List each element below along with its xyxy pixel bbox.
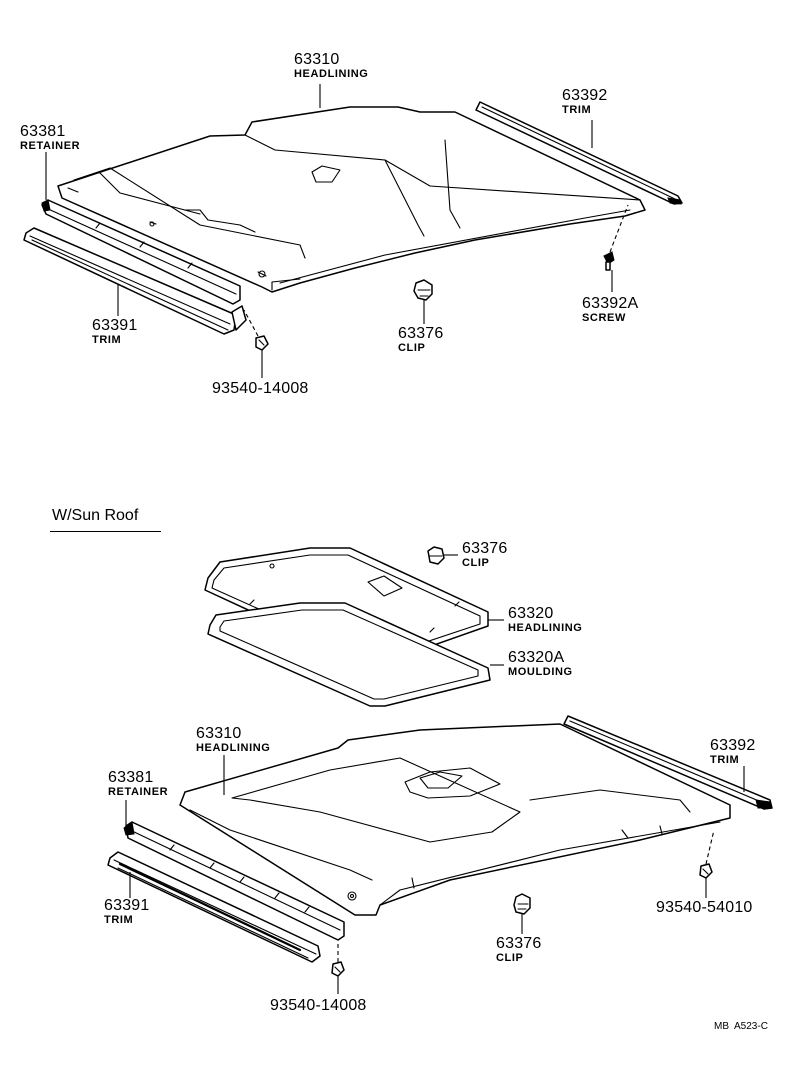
part-number: 63392: [710, 737, 756, 754]
top-bolt-drawing: [243, 309, 269, 351]
top-trim-right-drawing: [475, 101, 683, 205]
part-number: 63320: [508, 605, 554, 622]
part-number: 63310: [196, 725, 242, 742]
lower-trim-left-drawing: [107, 851, 321, 963]
part-name: TRIM: [562, 104, 592, 116]
part-name: SCREW: [582, 312, 626, 324]
sunroof-moulding-drawing: [207, 602, 491, 707]
part-number: 93540-14008: [270, 997, 367, 1014]
part-number: 63381: [20, 123, 66, 140]
part-number: 63376: [496, 935, 542, 952]
top-screw-label: 63392A SCREW: [582, 296, 638, 324]
lower-bolt-right-drawing: [699, 829, 715, 879]
top-bolt-label: 93540-14008: [212, 381, 309, 397]
lower-bolt-right-label: 93540-54010: [656, 900, 753, 916]
sunroof-clip-upper-label: 63376 CLIP: [462, 541, 508, 569]
part-name: MOULDING: [508, 666, 573, 678]
section-title-underline: [50, 531, 161, 532]
sunroof-clip-upper-drawing: [427, 546, 458, 565]
part-name: TRIM: [104, 914, 134, 926]
part-number: 63392: [562, 87, 608, 104]
lower-bolt-left-drawing: [331, 942, 345, 977]
part-name: CLIP: [398, 342, 426, 354]
top-headlining-label: 63310 HEADLINING: [294, 52, 368, 80]
part-name: HEADLINING: [294, 68, 369, 80]
top-retainer-label: 63381 RETAINER: [20, 124, 80, 152]
top-trim-left-drawing: [23, 227, 247, 335]
part-number: 63391: [92, 317, 138, 334]
part-number: 63392A: [582, 295, 639, 312]
part-name: CLIP: [496, 952, 524, 964]
part-number: 63376: [462, 540, 508, 557]
drawing-code: MB A523-C: [714, 1021, 768, 1032]
part-name: RETAINER: [108, 786, 169, 798]
sunroof-panel-leaders: [488, 619, 504, 666]
lower-clip-label: 63376 CLIP: [496, 936, 542, 964]
part-number: 63376: [398, 325, 444, 342]
lower-trim-left-label: 63391 TRIM: [104, 898, 150, 926]
part-name: RETAINER: [20, 140, 81, 152]
part-number: 93540-14008: [212, 380, 309, 397]
lower-retainer-drawing: [123, 821, 345, 941]
part-name: HEADLINING: [508, 622, 583, 634]
part-number: 93540-54010: [656, 899, 753, 916]
lower-headlining-label: 63310 HEADLINING: [196, 726, 270, 754]
part-number: 63381: [108, 769, 154, 786]
top-clip-drawing: [413, 279, 433, 301]
part-name: CLIP: [462, 557, 490, 569]
lower-trim-right-label: 63392 TRIM: [710, 738, 756, 766]
lower-headlining-drawing: [179, 723, 731, 916]
top-screw-drawing: [603, 204, 629, 271]
part-name: TRIM: [92, 334, 122, 346]
top-leader-lines: [45, 84, 613, 378]
sunroof-headlining-label: 63320 HEADLINING: [508, 606, 582, 634]
top-headlining-drawing: [57, 106, 646, 293]
part-number: 63391: [104, 897, 150, 914]
sunroof-section-title: W/Sun Roof: [52, 507, 139, 524]
part-name: TRIM: [710, 754, 740, 766]
lower-leader-lines: [125, 755, 745, 994]
part-number: 63320A: [508, 649, 565, 666]
part-name: HEADLINING: [196, 742, 271, 754]
top-trim-left-label: 63391 TRIM: [92, 318, 138, 346]
lower-retainer-label: 63381 RETAINER: [108, 770, 168, 798]
top-retainer-drawing: [41, 199, 241, 305]
lower-clip-drawing: [513, 893, 531, 915]
part-number: 63310: [294, 51, 340, 68]
sunroof-moulding-label: 63320A MOULDING: [508, 650, 573, 678]
top-clip-label: 63376 CLIP: [398, 326, 444, 354]
top-trim-right-label: 63392 TRIM: [562, 88, 608, 116]
lower-trim-right-drawing: [563, 715, 773, 810]
lower-bolt-left-label: 93540-14008: [270, 998, 367, 1014]
